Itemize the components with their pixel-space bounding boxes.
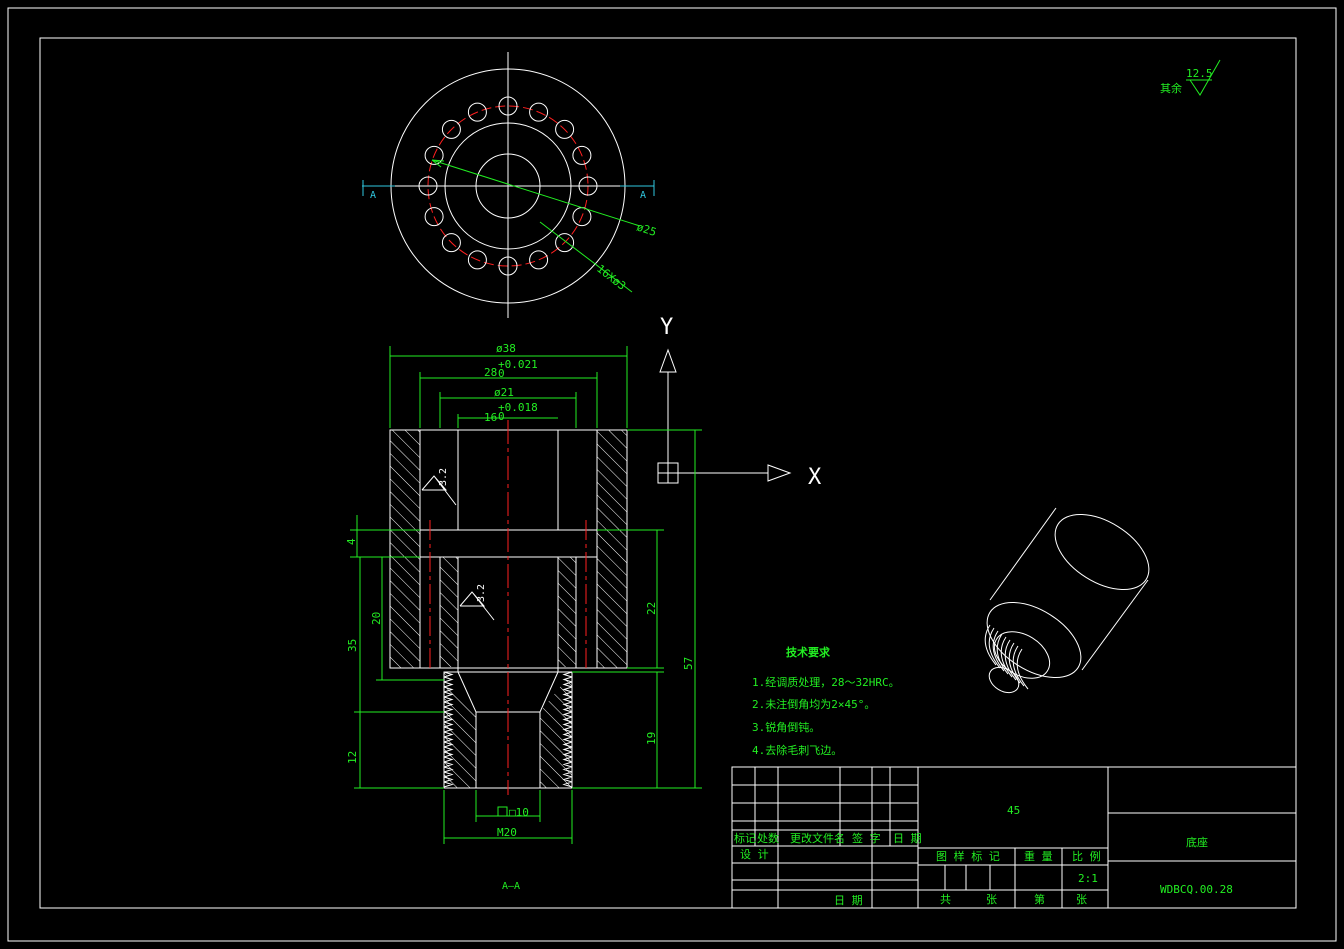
dim-bore-tol-low: 0: [498, 367, 505, 380]
roughness-value: 12.5: [1186, 67, 1213, 80]
tb-sheets-total-unit: 张: [986, 893, 997, 906]
axis-y-label: Y: [660, 315, 673, 340]
tb-weight: 重 量: [1024, 849, 1053, 863]
roughness-general: 其余 12.5: [1160, 59, 1221, 96]
dim-22: 22: [645, 602, 658, 615]
outer-frame: [7, 7, 1337, 942]
bolt-hole: [529, 250, 549, 270]
tech-requirements: 技术要求 1.经调质处理，28～32HRC。 2.未注倒角均为2×45°。 3.…: [752, 645, 900, 757]
section-view: 3.2 3.2: [389, 420, 628, 795]
bolt-hole: [441, 233, 461, 253]
dim-bore: 28: [484, 366, 497, 379]
tb-material: 45: [1007, 804, 1020, 817]
bolt-hole: [555, 119, 575, 139]
dim-4: 4: [345, 538, 358, 545]
tech-title: 技术要求: [786, 645, 831, 659]
tb-drawing-no: WDBCQ.00.28: [1160, 883, 1233, 896]
tb-sheet-no-unit: 张: [1076, 893, 1087, 906]
bolt-hole: [441, 119, 461, 139]
bolt-hole: [529, 102, 549, 122]
tb-scale: 2:1: [1078, 872, 1098, 885]
inner-frame: [39, 37, 1297, 909]
bolt-hole: [467, 102, 487, 122]
top-view: A A ø25 16Xø3: [362, 52, 658, 318]
section-caption: A—A: [502, 881, 520, 892]
dim-35: 35: [346, 639, 359, 652]
title-block: 45 底座 WDBCQ.00.28 标记 处数 更改文件名 签 字 日 期 设 …: [731, 766, 1297, 909]
tb-sheets-total: 共: [940, 893, 951, 906]
bolt-hole: [572, 145, 592, 165]
tech-item-3: 3.锐角倒钝。: [752, 720, 820, 734]
tb-rev-h4: 签 字: [852, 831, 881, 845]
tb-rev-h1: 标记: [734, 831, 756, 845]
dim-inner: 16: [484, 411, 497, 424]
tb-part-name: 底座: [1186, 835, 1208, 849]
dim-20: 20: [370, 612, 383, 625]
isometric-view: [984, 507, 1150, 694]
dim-pcd-label: ø25: [635, 220, 658, 239]
roughness-prefix: 其余: [1160, 81, 1182, 95]
dim-od: ø38: [496, 342, 516, 355]
tb-date: 日 期: [834, 894, 863, 907]
section-mark-right: A: [640, 190, 646, 201]
tech-item-4: 4.去除毛刺飞边。: [752, 743, 842, 757]
tb-design: 设 计: [740, 848, 769, 861]
dimensions: ø38 28 +0.021 0 ø21 16 +0.018 0 4 20 35 …: [345, 342, 702, 892]
section-mark-left: A: [370, 190, 376, 201]
roughness-bore: 3.2: [438, 468, 449, 486]
dim-57: 57: [682, 657, 695, 670]
dim-inner-tol-low: 0: [498, 410, 505, 423]
tb-rev-h2: 处数: [757, 832, 779, 845]
tech-item-2: 2.未注倒角均为2×45°。: [752, 697, 875, 711]
bolt-hole: [424, 207, 444, 227]
dim-thread: M20: [497, 826, 517, 839]
coordinate-axes: Y X: [657, 315, 822, 490]
bolt-hole: [424, 145, 444, 165]
tb-rev-h5: 日 期: [893, 832, 922, 845]
dim-square: □10: [509, 806, 529, 819]
dim-inner-tol: +0.018: [498, 401, 538, 414]
dim-19: 19: [645, 732, 658, 745]
dim-holes-label: 16Xø3: [594, 262, 628, 293]
bolt-hole: [555, 233, 575, 253]
tb-rev-h3: 更改文件名: [790, 831, 845, 845]
dim-bore-tol: +0.021: [498, 358, 538, 371]
tb-stage-mark: 图 样 标 记: [936, 849, 1000, 863]
tb-sheet-no: 第: [1034, 892, 1045, 906]
roughness-inner: 3.2: [476, 584, 487, 602]
dim-mid: ø21: [494, 386, 514, 399]
bolt-hole: [467, 250, 487, 270]
tb-scale-label: 比 例: [1072, 849, 1101, 863]
axis-x-label: X: [808, 465, 822, 490]
tech-item-1: 1.经调质处理，28～32HRC。: [752, 676, 900, 689]
dim-12: 12: [346, 751, 359, 764]
